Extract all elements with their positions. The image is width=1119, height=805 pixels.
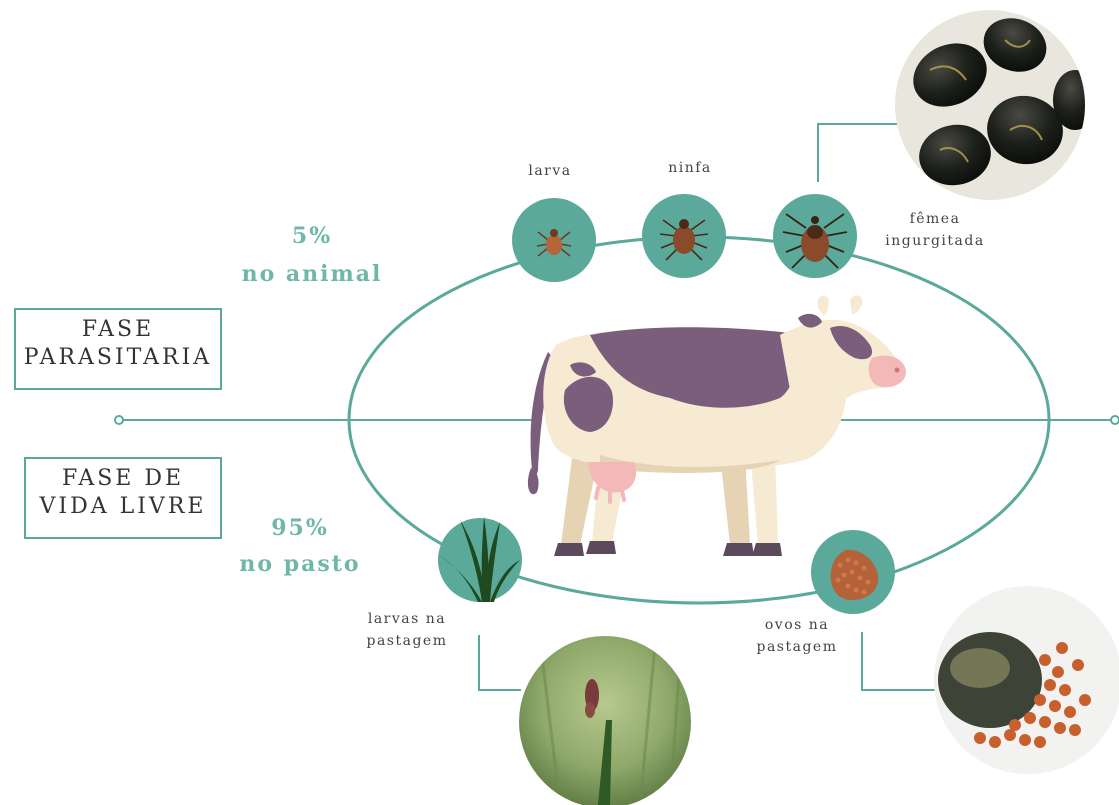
phase-free-box: FASE DE VIDA LIVRE [24, 457, 222, 539]
stage-label-larvas-line1: larvas na [352, 608, 462, 630]
connector-larvas [479, 635, 521, 690]
pasture-percentage: 95% no pasto [220, 512, 380, 580]
phase-free-line2: VIDA LIVRE [26, 493, 220, 521]
tick-eggs-photo [930, 585, 1119, 780]
phase-parasitic-box: FASE PARASITARIA [14, 308, 222, 390]
grass-larvae-photo [515, 632, 695, 805]
stage-label-femea-line1: fêmea [870, 208, 1000, 230]
stage-label-femea-line2: ingurgitada [870, 230, 1000, 252]
stage-label-larvas: larvas na pastagem [352, 608, 462, 652]
stage-label-ovos: ovos na pastagem [742, 614, 852, 658]
connector-ovos [862, 632, 936, 690]
animal-percentage-value: 5% [232, 220, 392, 252]
phase-free-line1: FASE DE [26, 465, 220, 493]
tick-nymph-icon [642, 194, 726, 278]
cow-illustration [528, 295, 906, 556]
animal-percentage-text: no animal [232, 258, 392, 290]
grass-icon [438, 516, 522, 602]
stage-label-ovos-line1: ovos na [742, 614, 852, 636]
engorged-ticks-photo [890, 5, 1097, 205]
stage-label-ninfa: ninfa [645, 157, 735, 179]
tick-engorged-icon [773, 194, 857, 278]
tick-larva-icon [512, 198, 596, 282]
stage-label-larvas-line2: pastagem [352, 630, 462, 652]
stage-label-larva: larva [505, 160, 595, 182]
stage-label-ovos-line2: pastagem [742, 636, 852, 658]
stage-label-femea: fêmea ingurgitada [870, 208, 1000, 252]
divider-end-left [115, 416, 123, 424]
animal-percentage: 5% no animal [232, 220, 392, 290]
connector-femea [818, 124, 897, 182]
phase-parasitic-line2: PARASITARIA [16, 344, 220, 372]
phase-parasitic-line1: FASE [16, 316, 220, 344]
pasture-percentage-text: no pasto [220, 548, 380, 580]
divider-end-right [1111, 416, 1119, 424]
eggs-icon [811, 530, 895, 614]
pasture-percentage-value: 95% [220, 512, 380, 544]
